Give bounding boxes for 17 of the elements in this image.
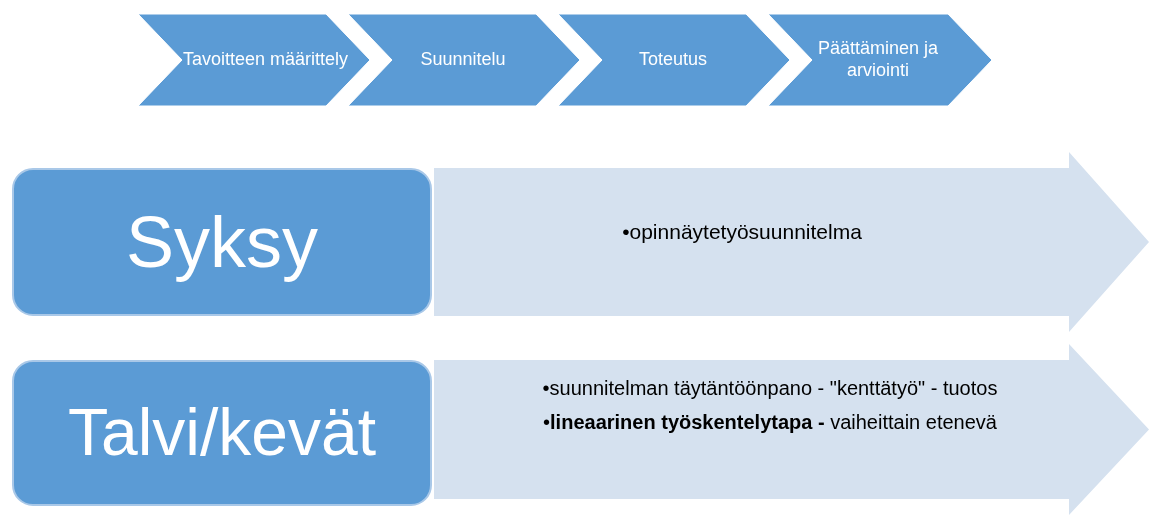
bullet-text: •suunnitelman täytäntöönpano - "kenttätyö" - tuotos xyxy=(542,376,998,400)
season-label: Syksy xyxy=(126,200,318,284)
season-box xyxy=(12,168,432,316)
step-label: Päättäminen ja arviointi xyxy=(816,38,940,82)
chevron-step xyxy=(348,14,580,106)
bullet-text: •opinnäytetyösuunnitelma xyxy=(622,219,862,245)
chevron-step xyxy=(768,14,992,106)
step-label: Suunnitelu xyxy=(420,49,506,71)
step-label: Tavoitteen määrittely xyxy=(182,49,349,71)
step-label: Toteutus xyxy=(638,49,707,71)
chevron-step xyxy=(558,14,790,106)
season-box xyxy=(12,360,432,506)
bullet-text: •lineaarinen työskentelytapa - vaiheittain etenevä xyxy=(543,410,997,434)
chevron-panel xyxy=(434,152,1149,332)
season-label: Talvi/kevät xyxy=(67,394,377,472)
chevron-panel xyxy=(434,344,1149,515)
chevron-step xyxy=(138,14,370,106)
